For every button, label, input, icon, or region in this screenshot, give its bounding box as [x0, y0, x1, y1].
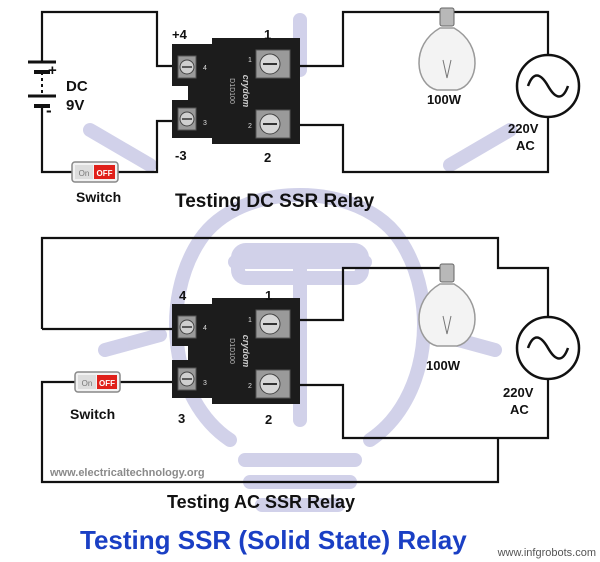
ac-wire-outer-loop: [40, 236, 550, 329]
dc-ac-type-label: AC: [516, 138, 535, 153]
ac-relay-brand: crydom: [241, 335, 251, 368]
dc-terminal-2: 2: [264, 150, 271, 165]
ac-relay-pin-mark-2: 2: [248, 383, 252, 390]
ac-wire-load-bottom: [290, 378, 550, 440]
ac-terminal-3: 3: [178, 411, 185, 426]
dc-relay-pin-mark-3: 3: [203, 120, 207, 127]
ac-ac-type-label: AC: [510, 402, 529, 417]
dc-terminal-plus4: +4: [172, 27, 188, 42]
dc-switch: On OFF: [71, 161, 119, 183]
ac-section-caption: Testing AC SSR Relay: [167, 492, 355, 512]
ac-relay-pin-mark-3: 3: [203, 380, 207, 387]
ac-terminal-4: 4: [179, 288, 187, 303]
dc-wire-negative: [40, 112, 72, 174]
battery-label-voltage: 9V: [66, 97, 84, 114]
dc-lamp-bulb: [418, 7, 476, 91]
dc-ac-voltage-label: 220V: [508, 121, 539, 136]
dc-wire-load-bottom: [290, 117, 550, 174]
ac-lamp-bulb: [418, 263, 476, 347]
main-title: Testing SSR (Solid State) Relay: [80, 525, 467, 555]
ac-ssr-relay: D1D100 crydom 4 3 1 2: [172, 298, 300, 404]
corner-watermark: www.infgrobots.com: [497, 547, 596, 559]
ac-relay-pin-mark-1: 1: [248, 317, 252, 324]
dc-terminal-1: 1: [264, 27, 271, 42]
ac-switch-label: Switch: [70, 406, 115, 422]
dc-switch-label: Switch: [76, 189, 121, 205]
ac-circuit-wires: [40, 236, 550, 484]
website-watermark: www.electricaltechnology.org: [49, 467, 205, 479]
battery-symbol: [28, 60, 56, 112]
dc-wire-positive: [40, 10, 180, 68]
dc-ac-source-symbol: [515, 53, 581, 119]
dc-wire-load-top: [290, 10, 550, 68]
ac-wire-switch-left: [40, 380, 500, 484]
dc-lamp-label: 100W: [427, 92, 462, 107]
ac-relay-pin-mark-4: 4: [203, 325, 207, 332]
dc-switch-on-text: On: [79, 169, 90, 178]
battery-plus-sign: +: [48, 62, 57, 79]
dc-ssr-relay: D1D100 crydom 4 3 1 2: [172, 38, 300, 144]
battery-minus-sign: -: [46, 101, 52, 120]
ac-ac-voltage-label: 220V: [503, 385, 534, 400]
dc-relay-pin-mark-1: 1: [248, 57, 252, 64]
ac-ac-source-symbol: [515, 315, 581, 381]
ac-switch-off-text: OFF: [99, 379, 115, 388]
dc-relay-pin-mark-4: 4: [203, 65, 207, 72]
ac-switch: On OFF: [74, 371, 121, 393]
dc-relay-model: D1D100: [228, 78, 235, 104]
dc-switch-off-text: OFF: [97, 169, 113, 178]
ac-switch-on-text: On: [82, 379, 93, 388]
ac-terminal-2: 2: [265, 412, 272, 427]
dc-relay-brand: crydom: [241, 75, 251, 108]
ac-terminal-1: 1: [265, 288, 272, 303]
ac-lamp-label: 100W: [426, 358, 461, 373]
ac-relay-model: D1D100: [228, 338, 235, 364]
battery-label-dc: DC: [66, 78, 88, 95]
dc-section-caption: Testing DC SSR Relay: [175, 191, 375, 212]
dc-relay-pin-mark-2: 2: [248, 123, 252, 130]
dc-wire-switch-to-relay: [118, 119, 180, 174]
dc-terminal-minus3: -3: [175, 148, 187, 163]
dc-circuit-wires: [40, 10, 550, 174]
